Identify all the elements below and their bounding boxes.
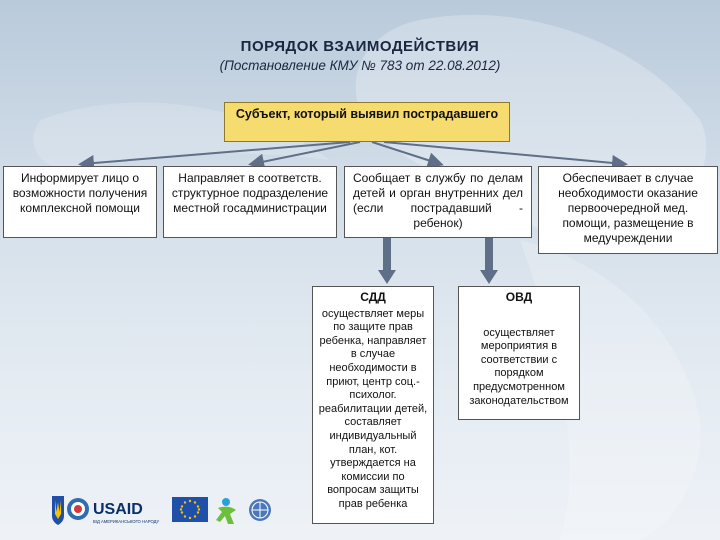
usaid-logo: USAID ВІД АМЕРИКАНСЬКОГО НАРОДУ	[93, 501, 160, 524]
ukraine-trident-icon	[52, 496, 64, 525]
sdd-box: СДД осуществляет меры по защите прав реб…	[312, 286, 434, 524]
step-box-refer: Направляет в соответств. структурное под…	[163, 166, 337, 238]
arrow-to-box-4	[383, 141, 628, 171]
partner-figure-icon	[216, 498, 236, 524]
ovd-header: ОВД	[505, 290, 533, 304]
ovd-body: осуществляет мероприятия в соответствии …	[469, 326, 569, 407]
step-box-report: Сообщает в службу по делам детей и орган…	[344, 166, 532, 238]
ovd-box: ОВД осуществляет мероприятия в соответст…	[458, 286, 580, 420]
arrow-to-box-3	[371, 141, 444, 168]
sdd-body: осуществляет меры по защите прав ребенка…	[318, 307, 428, 510]
organization-emblem-icon	[67, 498, 89, 520]
page-subtitle: (Постановление КМУ № 783 от 22.08.2012)	[219, 58, 501, 73]
svg-text:USAID: USAID	[93, 501, 143, 518]
sdd-header: СДД	[360, 290, 386, 304]
subject-box: Субъект, который выявил пострадавшего	[224, 102, 510, 142]
step-box-medical: Обеспечивает в случае необходимости оказ…	[538, 166, 718, 254]
eu-flag-icon	[172, 497, 208, 522]
svg-text:ВІД АМЕРИКАНСЬКОГО НАРОДУ: ВІД АМЕРИКАНСЬКОГО НАРОДУ	[93, 519, 160, 524]
iom-logo-icon	[249, 499, 271, 521]
step-box-inform: Информирует лицо о возможности получения…	[3, 166, 157, 238]
sponsor-logos: USAID ВІД АМЕРИКАНСЬКОГО НАРОДУ	[52, 496, 271, 525]
arrow-to-box-2	[248, 141, 361, 170]
arrow-to-sdd	[378, 270, 396, 284]
arrow-to-ovd	[480, 270, 498, 284]
arrow-to-box-1	[78, 141, 351, 171]
page-title: ПОРЯДОК ВЗАИМОДЕЙСТВИЯ	[240, 38, 480, 55]
